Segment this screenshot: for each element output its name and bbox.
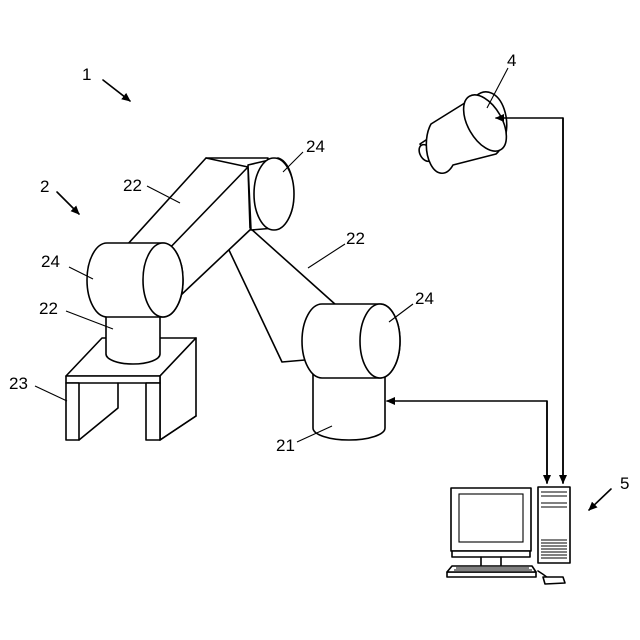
computer — [447, 487, 570, 584]
label-arm-link-upper-left: 22 — [123, 176, 142, 195]
top-joint — [248, 158, 294, 230]
label-computer: 5 — [620, 474, 629, 493]
label-joint-right: 24 — [415, 289, 434, 308]
camera — [416, 88, 515, 174]
shoulder-joint — [87, 243, 183, 317]
label-joint-left: 24 — [41, 252, 60, 271]
label-camera: 4 — [507, 51, 516, 70]
connections — [387, 118, 563, 483]
label-pedestal: 23 — [9, 374, 28, 393]
label-arm-link-upper-right: 22 — [346, 229, 365, 248]
right-joint — [302, 304, 400, 378]
label-arm-link-lower: 22 — [39, 299, 58, 318]
label-robot: 2 — [40, 177, 49, 196]
label-system: 1 — [82, 65, 91, 84]
label-base: 21 — [276, 436, 295, 455]
label-joint-top: 24 — [306, 137, 325, 156]
